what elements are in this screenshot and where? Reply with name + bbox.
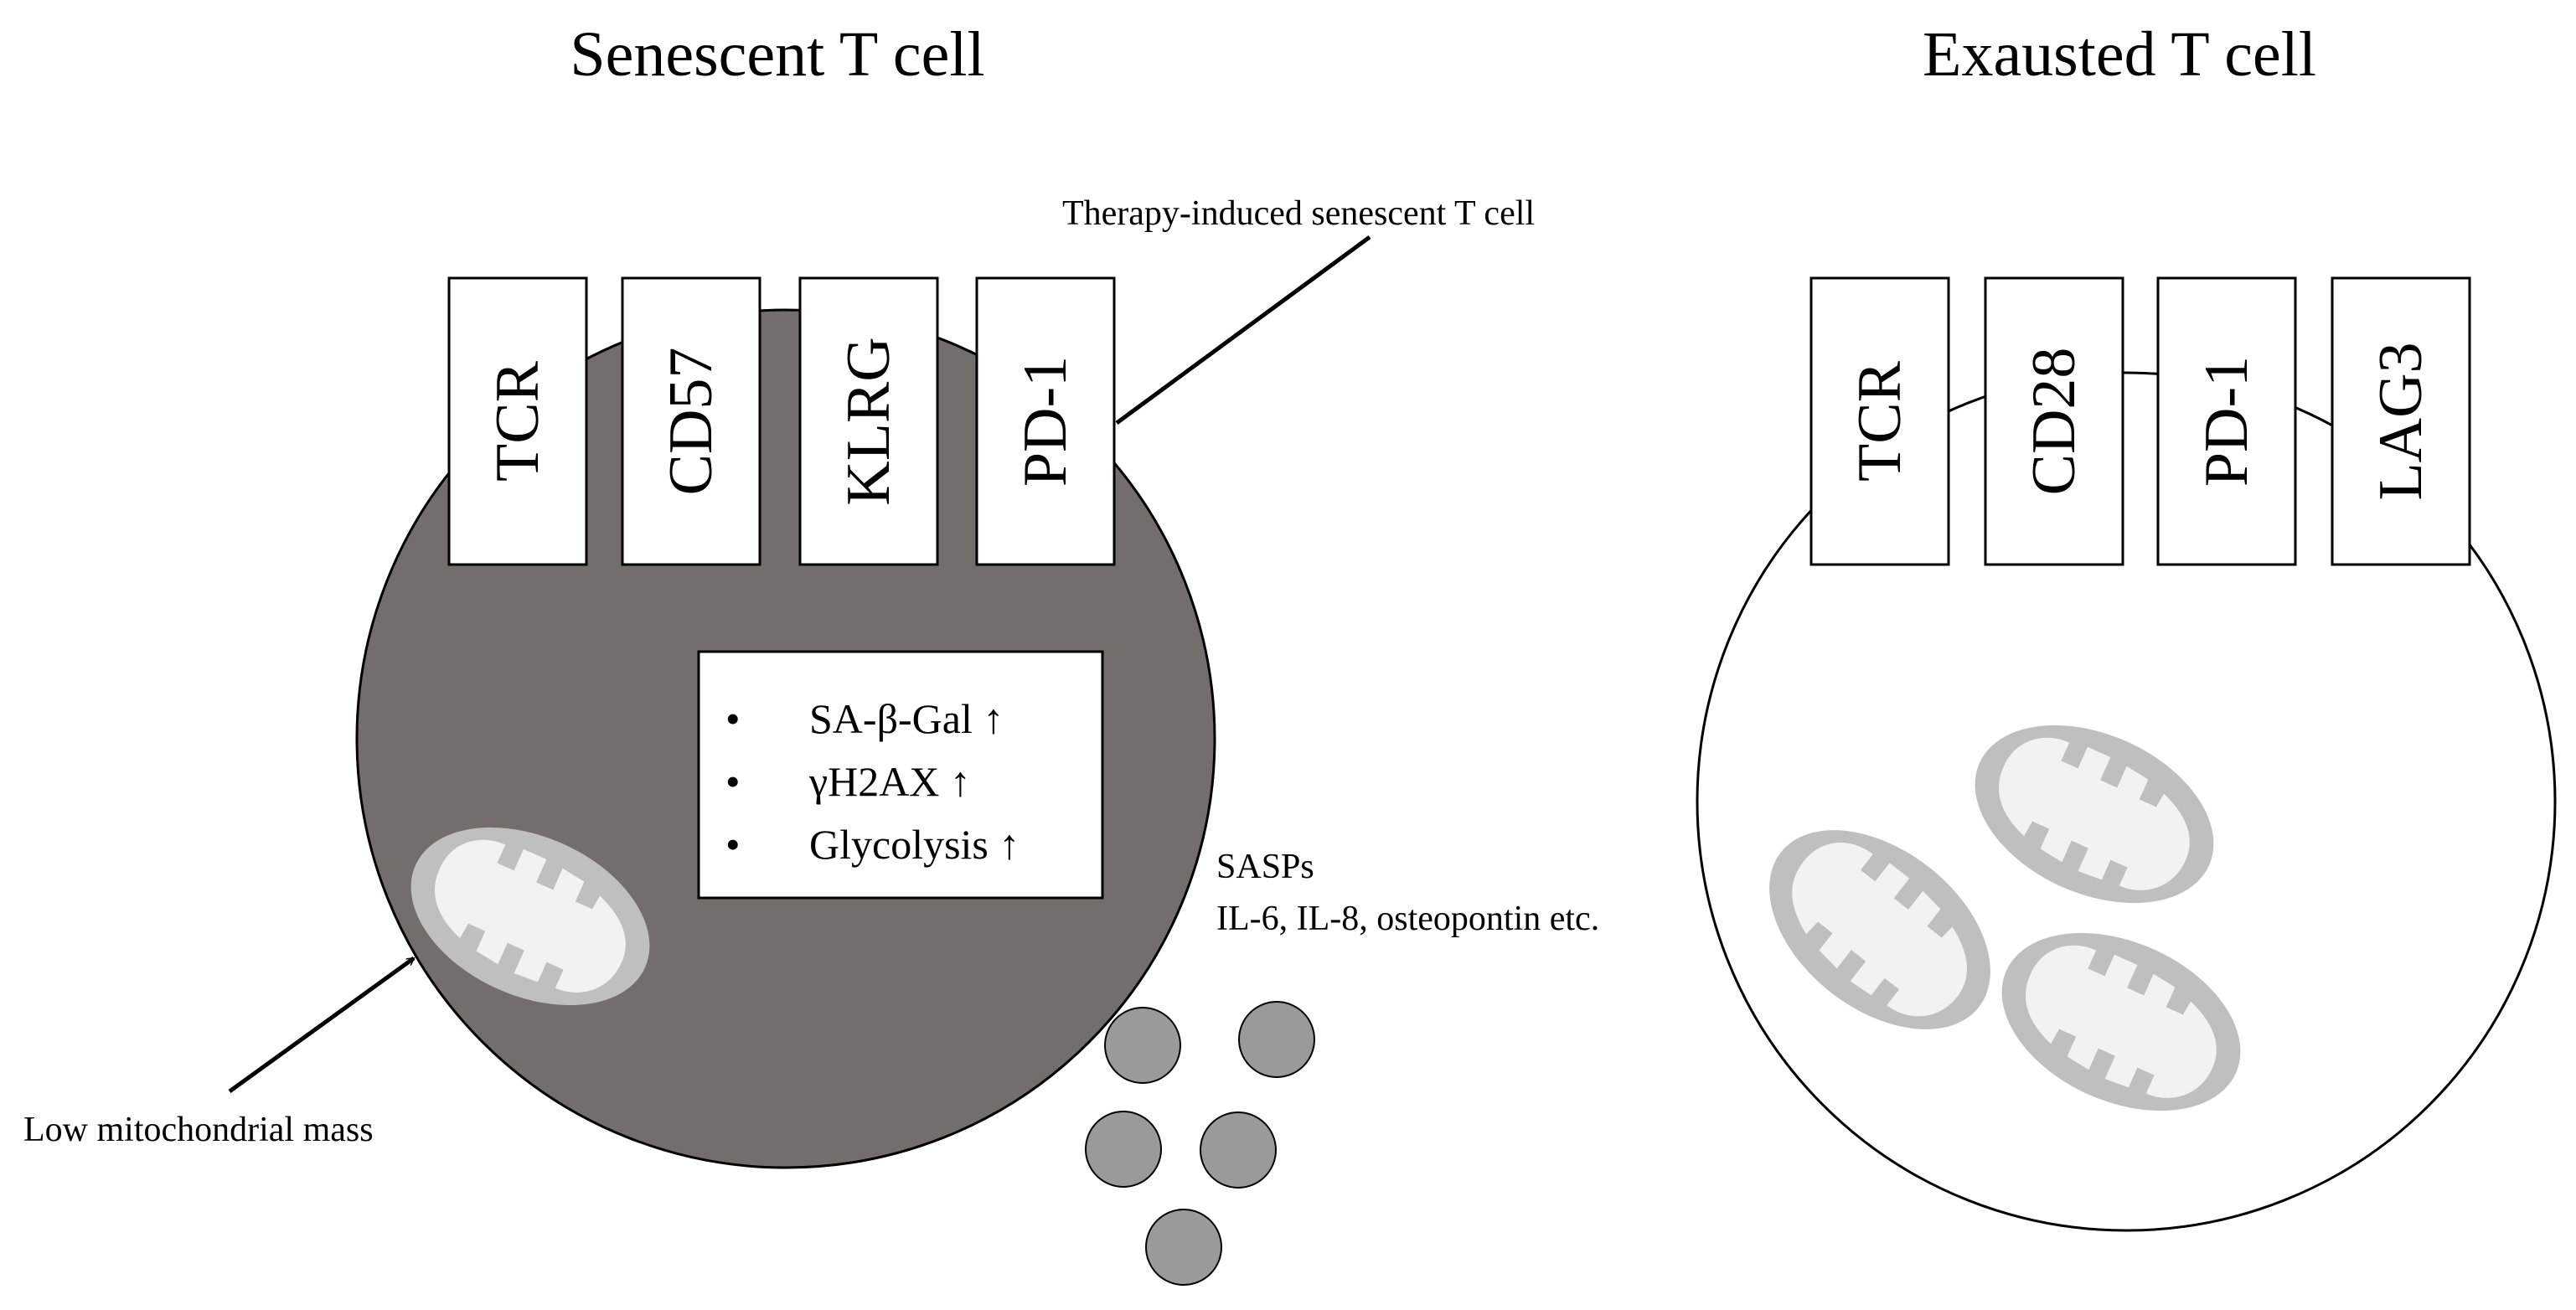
senescent-marker-box-klrg <box>798 276 939 566</box>
feature-bullet: • <box>725 695 741 742</box>
sasp-particle <box>1238 1001 1315 1078</box>
therapy-leader-line <box>1115 235 1371 425</box>
exhausted-title: Exausted T cell <box>1923 19 2316 90</box>
senescent-marker-klrg: KLRG <box>834 337 903 505</box>
mito-mass-arrow <box>228 956 414 1094</box>
senescent-features-list: • SA-β-Gal ↑ • γH2AX ↑ • Glycolysis ↑ <box>725 695 1020 868</box>
feature-bullet: • <box>725 758 741 805</box>
sasp-examples-label: IL-6, IL-8, osteopontin etc. <box>1216 900 1599 938</box>
exhausted-marker-box-cd28 <box>1984 276 2124 566</box>
senescent-marker-box-tcr <box>447 276 588 566</box>
sasp-particles <box>1085 1001 1315 1286</box>
senescent-marker-cd57: CD57 <box>657 348 725 496</box>
exhausted-marker-pd-1: PD-1 <box>2192 356 2261 487</box>
exhausted-marker-tcr: TCR <box>1846 360 1914 482</box>
exhausted-marker-box-tcr <box>1809 276 1950 566</box>
exhausted-marker-lag3: LAG3 <box>2367 342 2435 500</box>
sasp-particle <box>1085 1111 1162 1188</box>
exhausted-marker-box-lag3 <box>2331 276 2471 566</box>
senescent-marker-tcr: TCR <box>483 360 552 482</box>
senescent-marker-pd-1: PD-1 <box>1011 356 1080 487</box>
senescent-marker-box-cd57 <box>621 276 761 566</box>
senescent-title: Senescent T cell <box>570 19 984 90</box>
sasp-particle <box>1104 1007 1181 1084</box>
sasp-particle <box>1145 1209 1222 1286</box>
feature-bullet: • <box>725 821 741 868</box>
senescent-markers: TCR CD57 KLRG PD-1 <box>447 276 1116 566</box>
exhausted-marker-box-pd-1 <box>2156 276 2297 566</box>
sasp-label: SASPs <box>1216 848 1314 886</box>
feature-sa-beta-gal: SA-β-Gal ↑ <box>809 695 1004 742</box>
therapy-induced-label: Therapy-induced senescent T cell <box>1062 194 1535 233</box>
feature-gamma-h2ax: γH2AX ↑ <box>808 758 971 805</box>
exhausted-markers: TCR CD28 PD-1 LAG3 <box>1809 276 2471 566</box>
sasp-particle <box>1200 1111 1277 1189</box>
feature-glycolysis: Glycolysis ↑ <box>809 821 1020 868</box>
exhausted-marker-cd28: CD28 <box>2020 348 2088 496</box>
low-mito-mass-label: Low mitochondrial mass <box>23 1111 374 1149</box>
senescent-marker-box-pd-1 <box>975 276 1116 566</box>
senescent-features-box <box>697 650 1104 900</box>
